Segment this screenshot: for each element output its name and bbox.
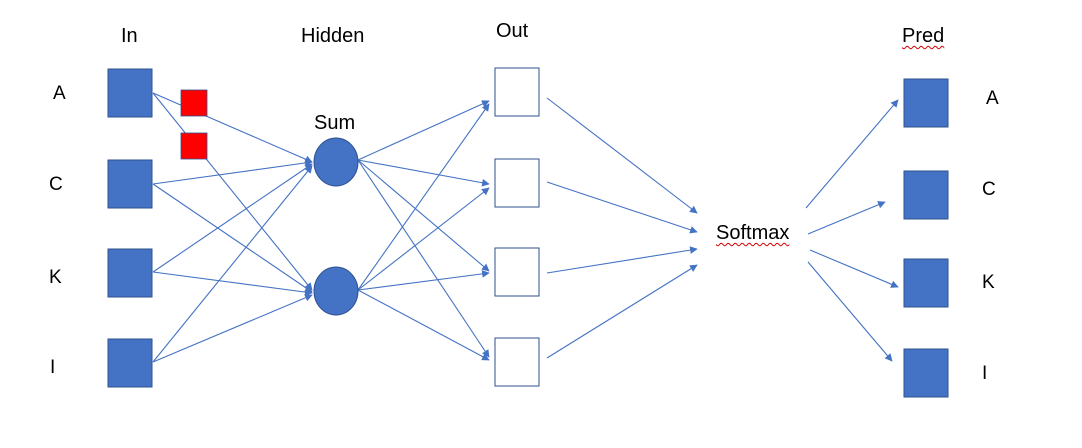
edge-hidden1-out2 xyxy=(357,159,490,187)
input-label-i: I xyxy=(50,357,56,378)
edge-softmax-pred-a xyxy=(805,99,899,209)
edge-c-hidden2 xyxy=(152,183,313,293)
hidden-node-1 xyxy=(313,137,359,187)
softmax-label: Softmax xyxy=(716,222,790,244)
output-node-3 xyxy=(494,247,540,297)
edge-hidden2-out1 xyxy=(357,103,490,291)
input-label-a: A xyxy=(53,83,66,104)
edge-hidden2-out4 xyxy=(357,289,490,361)
input-node-i xyxy=(107,338,153,388)
prediction-label-k: K xyxy=(982,272,995,293)
edge-out4-softmax xyxy=(546,264,698,359)
softmax-to-prediction-edges xyxy=(805,99,899,362)
edge-hidden2-out3 xyxy=(357,270,490,291)
edge-k-hidden2 xyxy=(152,271,313,296)
prediction-node-i xyxy=(903,348,949,398)
edge-out3-softmax xyxy=(546,246,698,274)
prediction-label-c: C xyxy=(982,179,996,200)
edge-hidden2-out2 xyxy=(357,187,490,291)
prediction-label-a: A xyxy=(986,88,999,109)
header-input: In xyxy=(121,25,138,47)
edge-out2-softmax xyxy=(546,181,698,234)
output-node-2 xyxy=(494,158,540,208)
highlighted-weights xyxy=(180,89,208,160)
weight-highlight-2 xyxy=(180,132,208,160)
input-layer xyxy=(107,68,153,388)
edge-a-hidden1 xyxy=(152,92,313,163)
input-node-c xyxy=(107,159,153,209)
edge-i-hidden1 xyxy=(152,165,313,363)
prediction-node-a xyxy=(903,78,949,128)
output-layer xyxy=(494,67,540,387)
prediction-node-k xyxy=(903,258,949,308)
edge-c-hidden1 xyxy=(152,159,313,185)
output-node-4 xyxy=(494,337,540,387)
edge-hidden1-out1 xyxy=(357,100,490,161)
edge-k-hidden1 xyxy=(152,163,313,273)
edge-hidden1-out3 xyxy=(357,159,490,272)
edge-softmax-pred-k xyxy=(809,249,899,288)
header-hidden: Hidden xyxy=(301,25,365,47)
input-to-hidden-edges xyxy=(152,92,313,363)
hidden-layer xyxy=(313,137,359,316)
weight-highlight-1 xyxy=(180,89,208,117)
header-prediction: Pred xyxy=(902,25,945,47)
prediction-label-i: I xyxy=(982,363,988,384)
prediction-node-c xyxy=(903,170,949,220)
input-node-a xyxy=(107,68,153,118)
output-node-1 xyxy=(494,67,540,117)
edge-softmax-pred-c xyxy=(807,201,886,235)
input-label-k: K xyxy=(49,267,62,288)
edge-hidden1-out4 xyxy=(357,159,490,358)
input-label-c: C xyxy=(49,174,63,195)
edge-i-hidden2 xyxy=(152,294,313,363)
edge-a-hidden2 xyxy=(152,92,313,291)
input-node-k xyxy=(107,248,153,298)
prediction-layer xyxy=(903,78,949,398)
edge-out1-softmax xyxy=(546,97,698,214)
output-to-softmax-edges xyxy=(546,97,698,359)
hidden-node-2 xyxy=(313,266,359,316)
edge-softmax-pred-i xyxy=(807,261,893,362)
hidden-node-label: Sum xyxy=(314,112,356,134)
hidden-to-output-edges xyxy=(357,100,490,361)
header-output: Out xyxy=(496,20,529,42)
